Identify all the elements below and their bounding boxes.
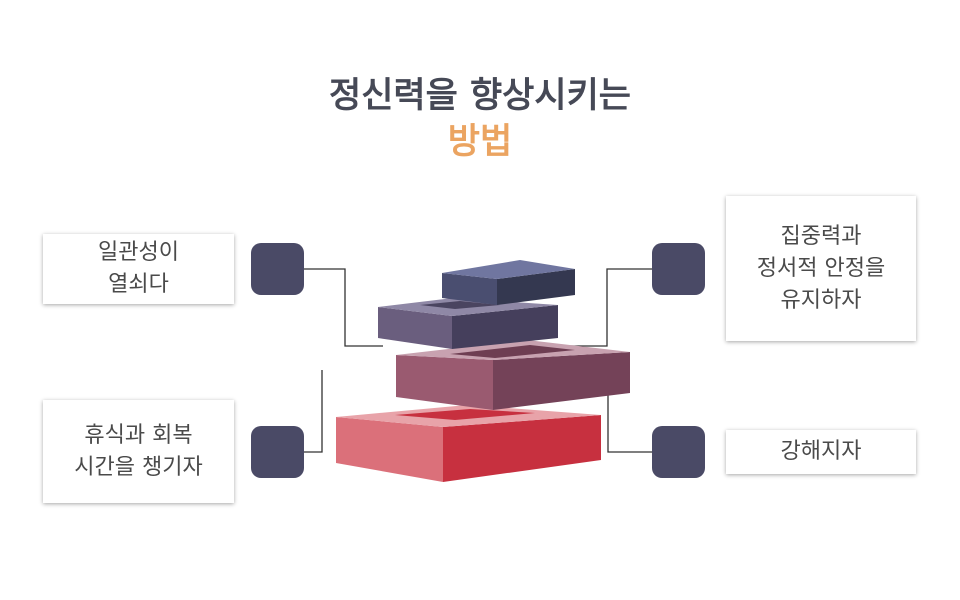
text-box-rest-recovery: 휴식과 회복 시간을 챙기자 [43, 400, 234, 503]
marker-square-1 [251, 243, 304, 295]
connector-line-1 [304, 268, 383, 347]
marker-square-4 [652, 426, 705, 478]
text-box-consistency: 일관성이 열쇠다 [43, 234, 234, 304]
connector-line-4 [607, 372, 656, 453]
layer-3-block [396, 340, 630, 410]
marker-square-2 [251, 426, 304, 478]
text-box-focus-stability: 집중력과 정서적 안정을 유지하자 [726, 196, 916, 341]
slide-title-accent: 방법 [447, 122, 513, 162]
layer-4-block [336, 405, 601, 482]
connector-line-2 [304, 370, 323, 453]
slide-title: 정신력을 향상시키는 [329, 76, 631, 116]
connector-line-3 [568, 268, 656, 347]
text-box-be-strong: 강해지자 [726, 430, 916, 474]
layer-1-block [442, 260, 575, 305]
connector-lines [304, 268, 656, 453]
marker-square-3 [652, 243, 705, 295]
